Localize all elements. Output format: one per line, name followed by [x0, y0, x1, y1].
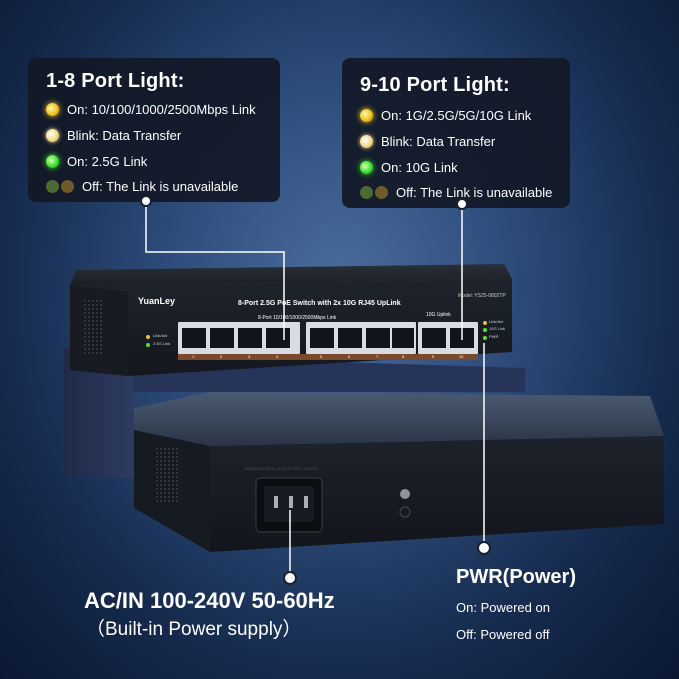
port-number: 6	[348, 354, 351, 359]
port-number: 5	[320, 354, 323, 359]
off-yellow-led-icon	[61, 180, 74, 193]
port-light-legend-1-8: 1-8 Port Light: On: 10/100/1000/2500Mbps…	[28, 58, 280, 202]
port-light-legend-9-10: 9-10 Port Light: On: 1G/2.5G/5G/10G Link…	[342, 58, 570, 208]
led-label: 2.5G Link	[153, 341, 171, 346]
legend-row: On: 10G Link	[360, 160, 458, 175]
pwr-off-text: Off: Powered off	[456, 627, 550, 642]
off-yellow-led-icon	[375, 186, 388, 199]
rear-switch	[134, 392, 664, 552]
side-vent	[156, 448, 178, 502]
legend-row: Blink: Data Transfer	[46, 128, 181, 143]
legend-row: Off: The Link is unavailable	[46, 179, 238, 194]
legend-row-text: On: 10G Link	[381, 160, 458, 175]
ac-power-inlet	[255, 477, 323, 533]
port-number: 8	[402, 354, 405, 359]
pwr-caption-title: PWR(Power)	[456, 566, 576, 588]
port-number: 7	[376, 354, 379, 359]
legend-row-text: On: 10/100/1000/2500Mbps Link	[67, 102, 256, 117]
legend-title: 9-10 Port Light:	[360, 74, 510, 96]
legend-title: 1-8 Port Light:	[46, 70, 185, 92]
port-group-label: 8-Port 10/100/1000/2500Mbps Link	[258, 315, 337, 321]
front-panel-title: 8-Port 2.5G PoE Switch with 2x 10G RJ45 …	[238, 300, 401, 307]
yellow-led-icon	[360, 109, 373, 122]
legend-row-text: On: 1G/2.5G/5G/10G Link	[381, 108, 532, 123]
legend-row: On: 10/100/1000/2500Mbps Link	[46, 102, 256, 117]
green-led-icon	[360, 161, 373, 174]
callout-dots	[140, 195, 491, 585]
ac-input-caption: AC/IN 100-240V 50-60Hz	[84, 588, 335, 613]
uplink-group-label: 10G Uplink	[426, 312, 451, 318]
pwr-on-text: On: Powered on	[456, 600, 550, 615]
port-number: 4	[276, 354, 279, 359]
legend-row: Blink: Data Transfer	[360, 134, 495, 149]
legend-row: On: 2.5G Link	[46, 154, 147, 169]
port-number: 9	[432, 354, 435, 359]
ground-symbol	[399, 506, 411, 518]
brand-logo-text: YuanLey	[138, 296, 176, 306]
legend-row-text: Blink: Data Transfer	[67, 128, 182, 143]
led-label: Link/Act	[153, 333, 168, 338]
ground-screw	[400, 489, 410, 499]
rear-switch-side-body	[64, 348, 525, 478]
port-number: 3	[248, 354, 251, 359]
legend-row-text: On: 2.5G Link	[67, 154, 148, 169]
led-label: PWR	[489, 334, 499, 339]
blinking-led-icon	[360, 135, 373, 148]
led-label: 10G Link	[489, 326, 506, 331]
model-number: Model: YS25-0802TP	[458, 293, 506, 299]
legend-row-text: Off: The Link is unavailable	[82, 179, 239, 194]
ac-input-subcaption: （Built-in Power supply）	[86, 619, 302, 640]
green-led-icon	[46, 155, 59, 168]
legend-row: Off: The Link is unavailable	[360, 185, 552, 200]
port-number: 1	[192, 354, 195, 359]
blinking-led-icon	[46, 129, 59, 142]
side-vent	[84, 298, 102, 356]
port-number-row: 1 2 3 4 5 6 7 8 9 10	[182, 354, 478, 360]
off-green-led-icon	[46, 180, 59, 193]
led-label: Link/Act	[489, 319, 504, 324]
callout-lines	[145, 201, 485, 576]
off-green-led-icon	[360, 186, 373, 199]
yellow-led-icon	[46, 103, 59, 116]
legend-row-text: Off: The Link is unavailable	[396, 185, 553, 200]
port-number: 2	[220, 354, 223, 359]
port-number: 10	[459, 354, 464, 359]
legend-row-text: Blink: Data Transfer	[381, 134, 496, 149]
rear-warning-label: WARNING: RISK OF ELECTRIC SHOCK	[244, 466, 318, 471]
legend-row: On: 1G/2.5G/5G/10G Link	[360, 108, 531, 123]
rj45-ports	[182, 328, 474, 348]
